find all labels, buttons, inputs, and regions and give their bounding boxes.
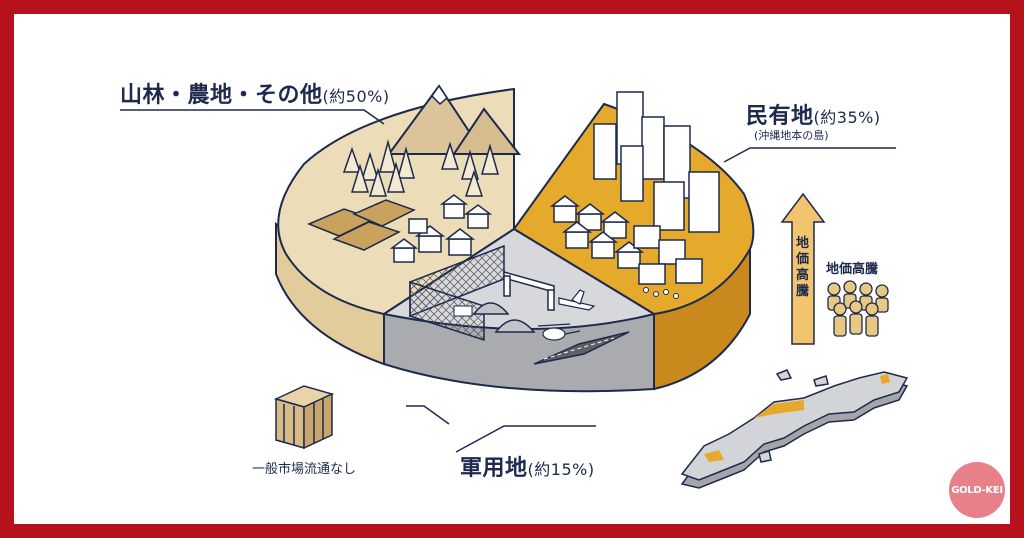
leader-lines <box>120 109 896 453</box>
label-private-main: 民有地 <box>746 104 814 129</box>
tree-icon <box>342 139 499 197</box>
illustration <box>120 84 909 489</box>
people-icon <box>827 280 889 337</box>
okinawa-map-icon <box>680 369 909 489</box>
label-private: 民有地(約35%) <box>746 98 881 130</box>
label-private-sub: (沖縄地本の島) <box>754 129 829 142</box>
main-frame: 山林・農地・その他(約50%) 民有地(約35%) (沖縄地本の島) 軍用地(約… <box>14 14 1010 524</box>
house-icon <box>549 195 703 285</box>
fence-icon <box>409 244 505 342</box>
label-military: 軍用地(約15%) <box>460 450 595 482</box>
airplane-icon <box>558 289 596 311</box>
label-price-rise-people: 地価高騰 <box>826 262 879 277</box>
building-icon <box>593 91 720 233</box>
label-no-market: 一般市場流通なし <box>252 462 357 477</box>
logo: GOLD-KEI <box>949 462 1005 518</box>
helicopter-icon <box>537 323 581 341</box>
label-price-rise-vertical: 地価高騰 <box>796 236 810 299</box>
runway-icon <box>533 331 630 365</box>
label-military-pct: (約15%) <box>527 460 595 479</box>
farm-field <box>307 199 416 251</box>
label-private-pct: (約35%) <box>813 108 881 127</box>
label-forest: 山林・農地・その他(約50%) <box>120 77 390 109</box>
label-forest-pct: (約50%) <box>322 87 390 106</box>
people-icon <box>643 287 679 299</box>
gate-icon <box>503 271 555 311</box>
label-forest-main: 山林・農地・その他 <box>120 83 323 108</box>
house-icon <box>389 194 493 263</box>
crate-icon <box>273 385 335 450</box>
label-military-main: 軍用地 <box>460 456 528 481</box>
hangar-icon <box>472 302 536 333</box>
arrow-up-icon <box>780 192 826 345</box>
mountain-icon <box>387 84 522 155</box>
